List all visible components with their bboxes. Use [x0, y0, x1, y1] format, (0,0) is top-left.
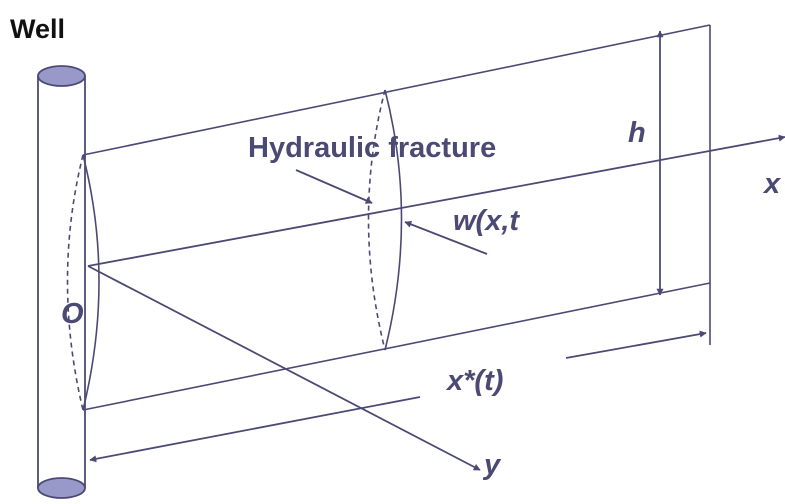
- length-arrow: [89, 330, 707, 463]
- label-x-axis: x: [762, 168, 782, 200]
- y-axis-arrow: [87, 265, 481, 471]
- well-top-cap: [37, 65, 86, 87]
- front-section-solid: [82, 154, 100, 411]
- title-well: Well: [10, 14, 65, 44]
- label-length-xstar: x*(t): [445, 365, 503, 397]
- label-origin-o: O: [61, 298, 84, 330]
- axes: [87, 134, 785, 471]
- front-section-dashed: [66, 154, 84, 411]
- mid-section-dashed: [367, 89, 386, 351]
- x-axis-arrow: [87, 134, 785, 267]
- fracture-box: [66, 24, 711, 411]
- fracture-pointer-arrow: [295, 169, 373, 204]
- well-cylinder: [37, 65, 86, 499]
- width-pointer-arrow: [404, 221, 488, 255]
- label-height-h: h: [628, 117, 646, 149]
- well-bottom-cap: [37, 477, 86, 499]
- mid-section-solid: [384, 89, 403, 351]
- label-y-axis: y: [482, 449, 502, 481]
- label-width-w: w(x,t: [453, 205, 520, 237]
- label-hydraulic-fracture: Hydraulic fracture: [248, 132, 496, 164]
